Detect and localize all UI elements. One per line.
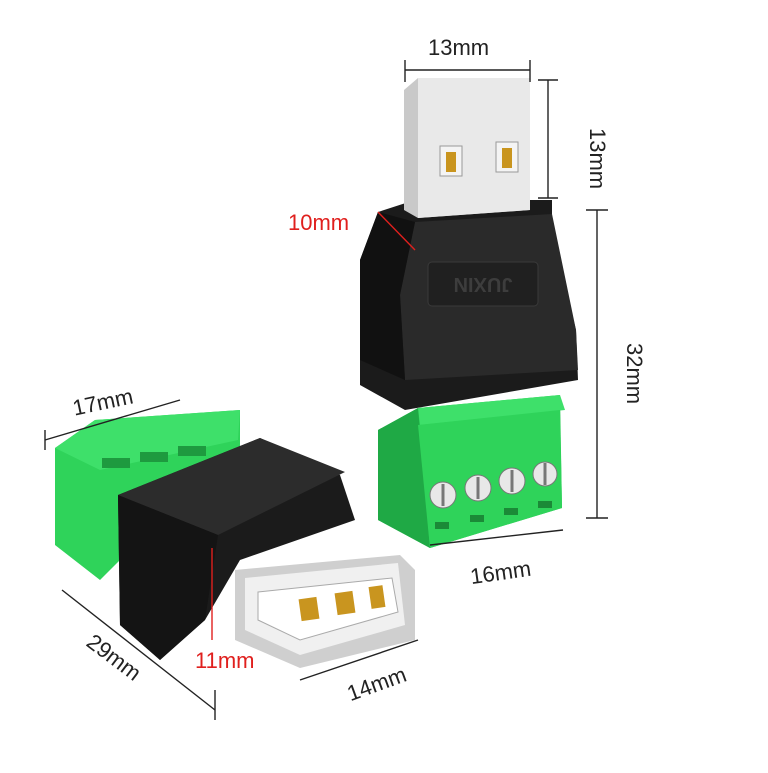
terminal-block-right: V+ D- D+ -: [378, 368, 565, 548]
dim-neck-width: 10mm: [288, 210, 349, 235]
dim-plug-width: 13mm: [428, 35, 489, 60]
dim-female-height: 11mm: [195, 648, 255, 673]
terminal-screws: [429, 461, 558, 509]
dim-plug-height: 13mm: [585, 128, 610, 189]
usb-a-plug: [404, 78, 530, 218]
dim-total-height: 32mm: [622, 343, 647, 404]
dim-terminal-depth: 17mm: [70, 383, 135, 420]
black-housing-left: [118, 438, 355, 660]
brand-logo: JUXIN: [454, 273, 513, 295]
female-usb-connector: [55, 410, 415, 668]
dim-female-width: 14mm: [344, 662, 410, 706]
usb-a-socket: [235, 555, 415, 668]
black-housing-right: JUXIN: [360, 200, 578, 410]
dim-terminal-width: 16mm: [469, 556, 533, 589]
male-usb-connector: V+ D- D+ - JUXIN: [360, 78, 578, 548]
